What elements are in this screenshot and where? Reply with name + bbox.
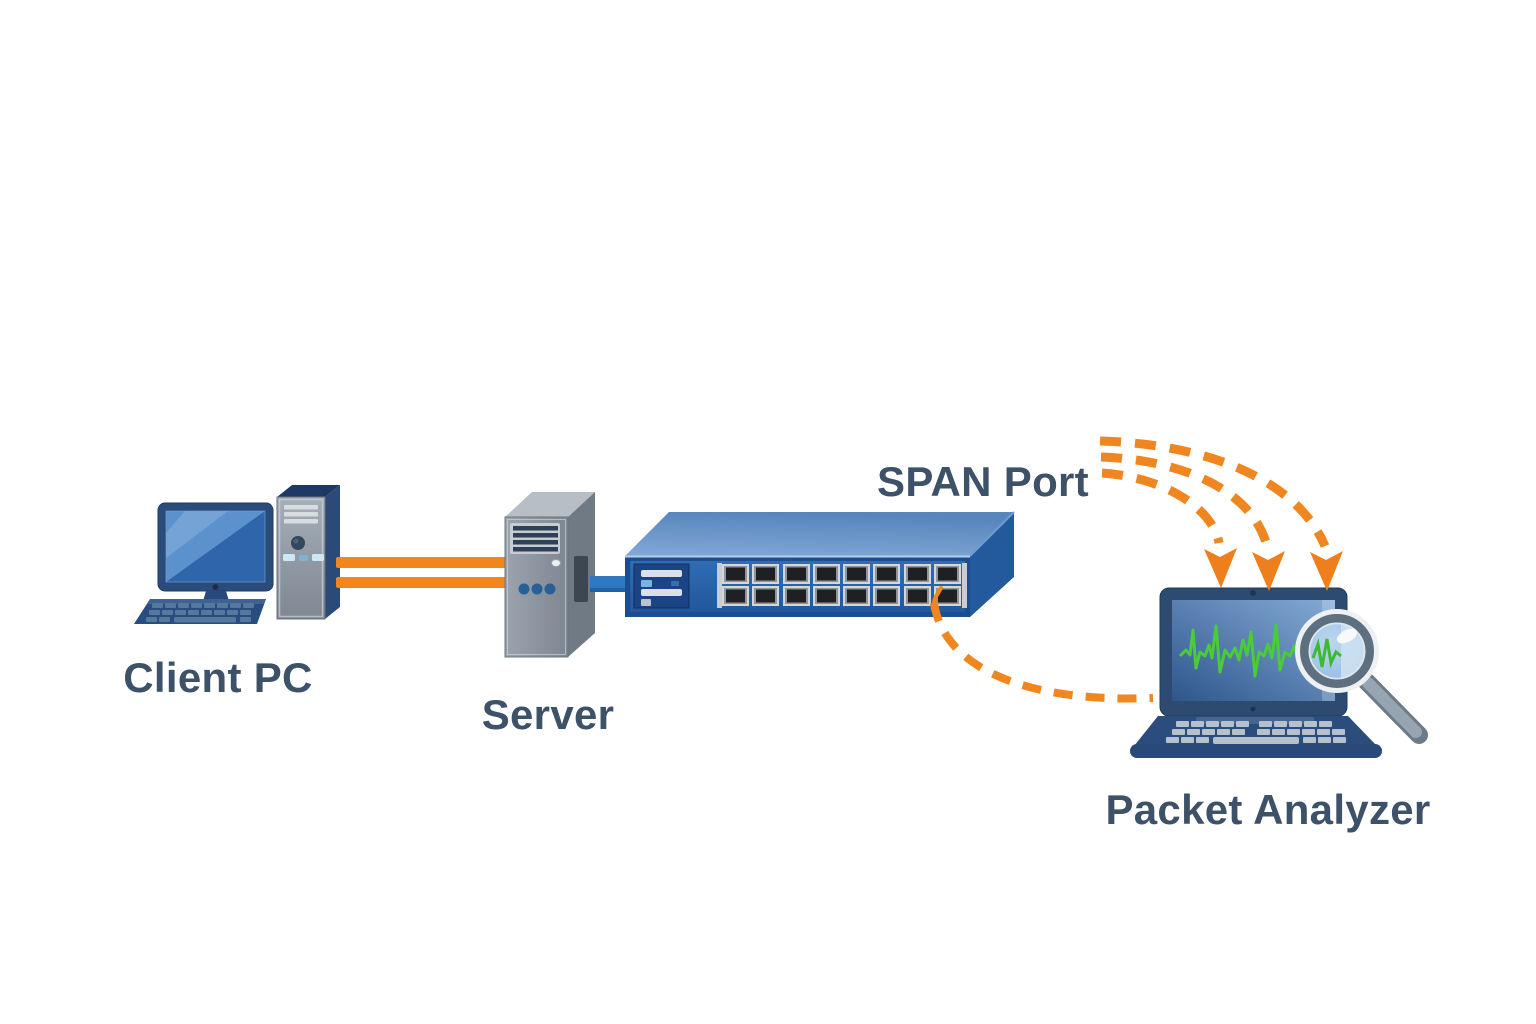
server-tower-icon	[504, 492, 595, 658]
laptop-webcam-dot	[1250, 590, 1256, 596]
server-led-dots	[518, 583, 556, 595]
arrowhead-right	[1310, 551, 1343, 591]
server-power-button	[551, 559, 561, 567]
switch-ports	[717, 563, 967, 608]
packet-analyzer-label: Packet Analyzer	[1105, 786, 1431, 833]
laptop-with-magnifier-icon	[1130, 587, 1428, 758]
arrowhead-middle	[1252, 551, 1285, 591]
traffic-arrow-curve-1	[1099, 436, 1330, 548]
server-switch-cable	[590, 576, 634, 592]
server-vents	[510, 523, 560, 554]
pc-tower-icon	[276, 485, 340, 620]
span-traffic-arrowheads	[1204, 548, 1343, 591]
client-pc-label: Client PC	[123, 654, 313, 701]
mirror-traffic-dashed-curve	[930, 602, 1154, 703]
span-port-label: SPAN Port	[877, 458, 1089, 505]
server-label: Server	[481, 691, 615, 738]
traffic-arrow-curve-2	[1100, 452, 1272, 548]
monitor-power-dot	[212, 584, 219, 590]
pc-keyboard-icon	[134, 599, 266, 624]
traffic-arrow-curve-3	[1101, 468, 1224, 545]
span-port-cable-stub	[932, 586, 943, 605]
desktop-pc-icon	[134, 485, 340, 624]
server-side-slot	[574, 556, 588, 602]
laptop-base	[1130, 716, 1382, 758]
span-traffic-arrows	[1099, 436, 1330, 548]
network-switch-icon	[625, 511, 1015, 617]
arrowhead-left	[1204, 548, 1237, 588]
magnifier-icon	[1295, 609, 1428, 744]
client-server-cables	[336, 557, 508, 588]
switch-status-panel	[633, 563, 690, 609]
